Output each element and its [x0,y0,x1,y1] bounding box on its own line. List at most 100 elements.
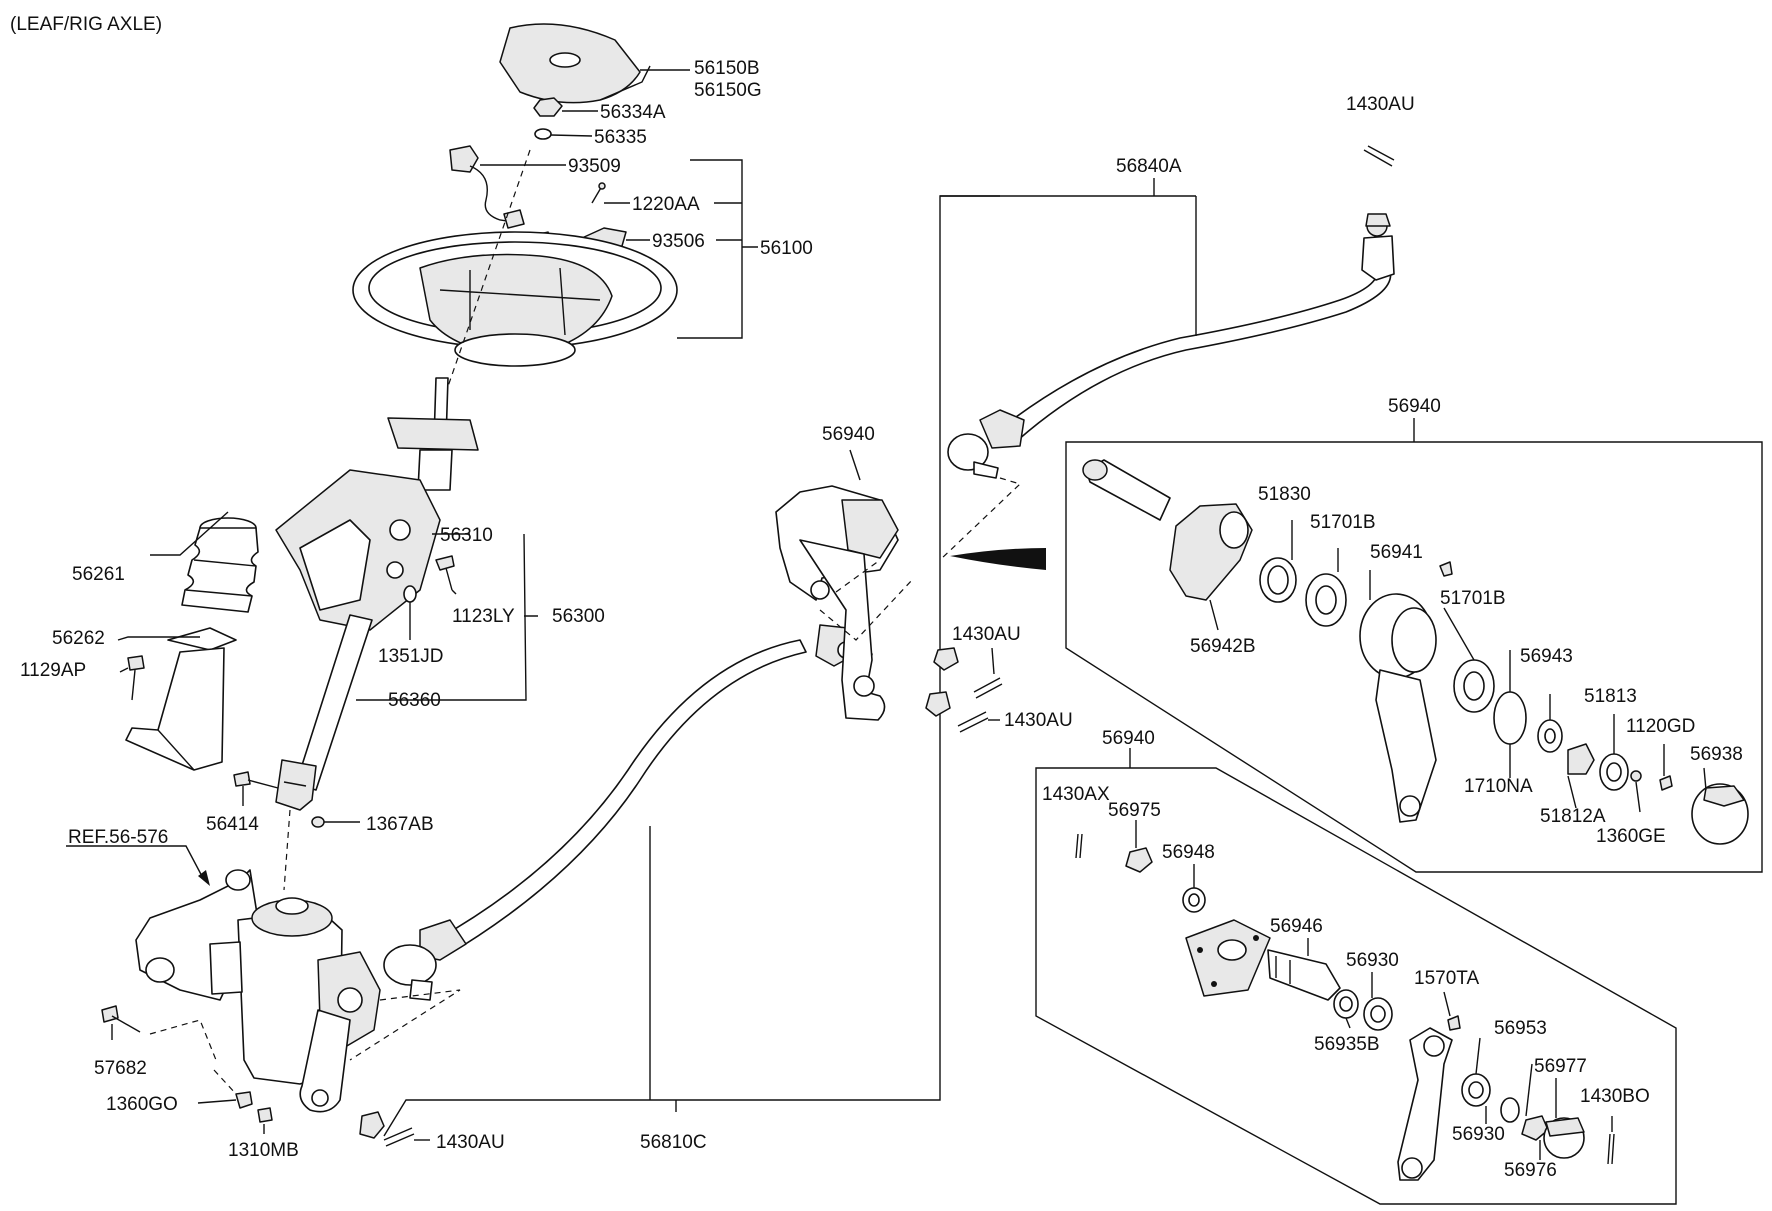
label-1430BO: 1430BO [1580,1086,1650,1107]
label-56262: 56262 [52,628,105,649]
label-1360GE: 1360GE [1596,826,1666,847]
bolt-icon [1659,775,1673,791]
washer-icon [534,128,552,140]
label-1570TA: 1570TA [1414,968,1479,989]
label-57682: 57682 [94,1058,147,1079]
label-56940-box1: 56940 [1388,396,1441,417]
cotter-pin-icon [1607,1133,1615,1165]
label-1430AU-middle-1: 1430AU [952,624,1021,645]
nut-icon [1630,770,1642,782]
label-51812A: 51812A [1540,806,1606,827]
idler-shaft-icon [1082,459,1171,521]
label-56810C: 56810C [640,1132,707,1153]
label-1367AB: 1367AB [366,814,434,835]
horn-connector-icon [449,145,525,229]
label-1123LY: 1123LY [452,606,515,627]
gasket-icon [167,627,237,651]
bolt-icon [233,771,279,789]
label-1430AU-top: 1430AU [1346,94,1415,115]
bolt-icon [127,655,145,701]
label-51830: 51830 [1258,484,1311,505]
label-56975: 56975 [1108,800,1161,821]
idler-bracket-icon [1169,503,1253,601]
label-56261: 56261 [72,564,125,585]
washer-icon [403,585,417,603]
label-93506: 93506 [652,231,705,252]
floor-seal-icon [125,647,225,771]
washer-icon [1537,719,1563,753]
lock-washer-icon [1599,753,1629,791]
grease-nipple-icon [1439,561,1453,577]
label-51701B-1: 51701B [1310,512,1376,533]
label-1360GO: 1360GO [106,1094,178,1115]
label-51813: 51813 [1584,686,1637,707]
cotter-pin-icon [383,1127,415,1147]
steering-gear-box-icon [135,869,381,1113]
castle-nut-icon [925,691,951,717]
label-1129AP: 1129AP [20,660,86,681]
idler-arm-icon [1397,1027,1453,1181]
label-56300: 56300 [552,606,605,627]
label-56360: 56360 [388,690,441,711]
label-1430AU-middle-2: 1430AU [1004,710,1073,731]
label-56150G: 56150G [694,80,762,101]
bushing-icon [1363,997,1393,1031]
label-56946: 56946 [1270,916,1323,937]
label-51701B-2: 51701B [1440,588,1506,609]
label-1310MB: 1310MB [228,1140,299,1161]
washer-icon [1500,1097,1520,1123]
castle-nut-icon [1567,743,1595,775]
label-93509: 93509 [568,156,621,177]
nut-icon [1521,1115,1549,1141]
washer-icon [1182,887,1206,913]
nut-icon [257,1107,273,1123]
cotter-pin-icon [1363,145,1395,167]
label-1430AU-bottom: 1430AU [436,1132,505,1153]
castle-nut-icon [933,647,959,671]
label-56938: 56938 [1690,744,1743,765]
label-1220AA: 1220AA [632,194,700,215]
oil-seal-icon [1259,557,1297,603]
label-56940-middle: 56940 [822,424,875,445]
label-1710NA: 1710NA [1464,776,1533,797]
label-56976: 56976 [1504,1160,1557,1181]
o-ring-icon [1493,691,1527,745]
idler-arm-icon [775,485,899,721]
label-1430AX: 1430AX [1042,784,1110,805]
tie-rod-icon [947,213,1395,479]
idler-shaft-icon [1267,949,1341,1001]
label-1351JD: 1351JD [378,646,444,667]
steering-wheel-icon [352,231,678,367]
label-56942B: 56942B [1190,636,1256,657]
label-56930-1: 56930 [1346,950,1399,971]
airbag-cover-icon [499,23,651,104]
cap-icon [1543,1117,1585,1159]
label-56100: 56100 [760,238,813,259]
bushing-icon [1461,1073,1491,1107]
column-boot-icon [181,517,259,613]
screw-icon [591,182,606,204]
nut-icon [1125,847,1153,873]
idler-bracket-icon [1185,919,1271,997]
label-56940-box2: 56940 [1102,728,1155,749]
label-56334A: 56334A [600,102,666,123]
label-56953: 56953 [1494,1018,1547,1039]
cotter-pin-icon [973,677,1003,699]
label-1120GD: 1120GD [1626,716,1695,737]
label-56335: 56335 [594,127,647,148]
steering-column-icon [275,377,479,811]
cap-icon [1691,783,1749,845]
label-ref-56-576: REF.56-576 [68,827,168,848]
nut-icon [533,97,563,117]
label-56935B: 56935B [1314,1034,1380,1055]
label-56310: 56310 [440,525,493,546]
cotter-pin-icon [1075,833,1083,859]
bolt-icon [435,555,455,591]
oil-seal-icon [1333,989,1359,1019]
idler-arm-icon [1359,593,1437,823]
label-56414: 56414 [206,814,259,835]
label-56930-2: 56930 [1452,1124,1505,1145]
nut-icon [311,816,325,828]
bearing-icon [1305,573,1347,627]
